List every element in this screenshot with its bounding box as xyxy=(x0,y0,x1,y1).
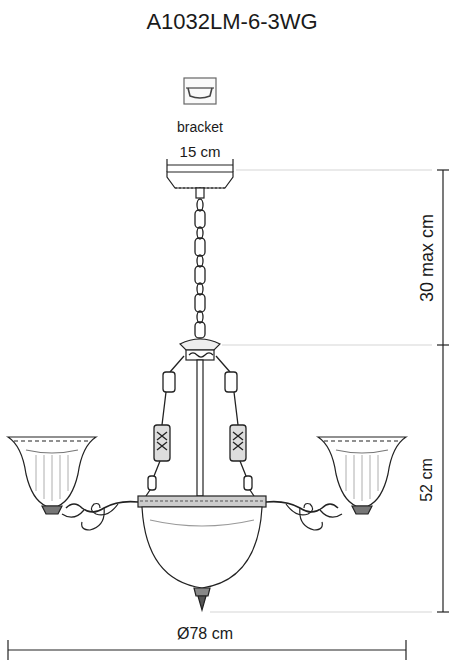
dimension-label: 15 cm xyxy=(180,144,221,159)
bracket-label: bracket xyxy=(177,120,223,134)
dimension-label: 52 cm xyxy=(419,458,435,502)
dimension-label: Ø78 cm xyxy=(177,626,233,642)
dimension-label: 30 max cm xyxy=(418,214,436,302)
model-title: A1032LM-6-3WG xyxy=(146,11,317,33)
